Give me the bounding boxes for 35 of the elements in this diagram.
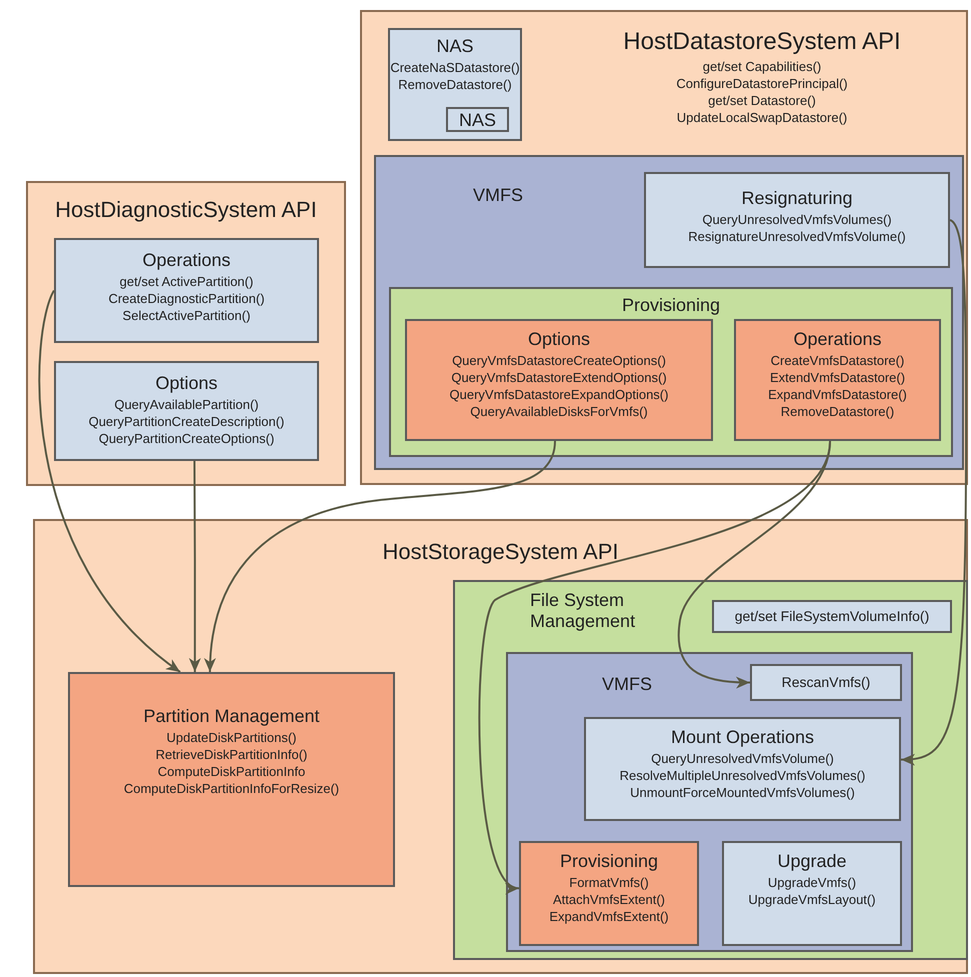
- group-title: VMFS: [473, 185, 524, 206]
- method-box: [405, 319, 713, 441]
- group-title: HostDiagnosticSystem API: [55, 197, 317, 222]
- method-list: QueryAvailablePartition() QueryPartitionCreateDescription() QueryPartitionCreateOptions(): [88, 396, 284, 447]
- box-title: Partition Management: [143, 706, 320, 727]
- box-title: Resignaturing: [741, 188, 853, 209]
- box-title: Operations: [793, 329, 882, 350]
- method-box: [644, 172, 950, 268]
- method-box: [446, 107, 509, 132]
- method-list: CreateVmfsDatastore() ExtendVmfsDatastore() ExpandVmfsDatastore() RemoveDatastore(): [768, 352, 907, 420]
- method-box: [54, 361, 319, 461]
- method-list: QueryUnresolvedVmfsVolumes() ResignatureUnresolvedVmfsVolume(): [688, 210, 906, 245]
- box-title: Operations: [142, 250, 231, 271]
- method-box: [68, 672, 395, 887]
- box-title: Options: [528, 329, 590, 350]
- group-panel: [389, 287, 953, 457]
- method-box: [722, 841, 902, 946]
- arrow: [38, 290, 181, 673]
- method-box: [54, 238, 319, 343]
- group-panel: [388, 28, 522, 141]
- box-title: Options: [155, 373, 218, 394]
- method-box: [734, 319, 941, 441]
- box-title: NAS: [458, 110, 496, 131]
- arrow: [188, 461, 201, 672]
- method-list: UpdateDiskPartitions() RetrieveDiskPartitionInfo() ComputeDiskPartitionInfo ComputeDiskPartitionInfoForResize(): [70, 728, 393, 797]
- group-title: HostDatastoreSystem API: [623, 28, 901, 56]
- group-panel: [26, 181, 346, 486]
- group-title: Provisioning: [622, 295, 720, 316]
- method-list: QueryVmfsDatastoreCreateOptions() QueryVmfsDatastoreExtendOptions() QueryVmfsDatastoreExpandOptions() QueryAvailableDisksForVmfs(): [450, 352, 668, 420]
- method-list: get/set ActivePartition() CreateDiagnosticPartition() SelectActivePartition(): [108, 272, 265, 324]
- method-list: get/set Capabilities() ConfigureDatastorePrincipal() get/set Datastore() UpdateLocalSwapDatastore(): [676, 58, 848, 126]
- group-panel: [374, 155, 964, 470]
- group-title: NAS: [436, 36, 474, 57]
- group-panel: [360, 10, 968, 485]
- method-list: CreateNaSDatastore() RemoveDatastore(): [390, 58, 520, 93]
